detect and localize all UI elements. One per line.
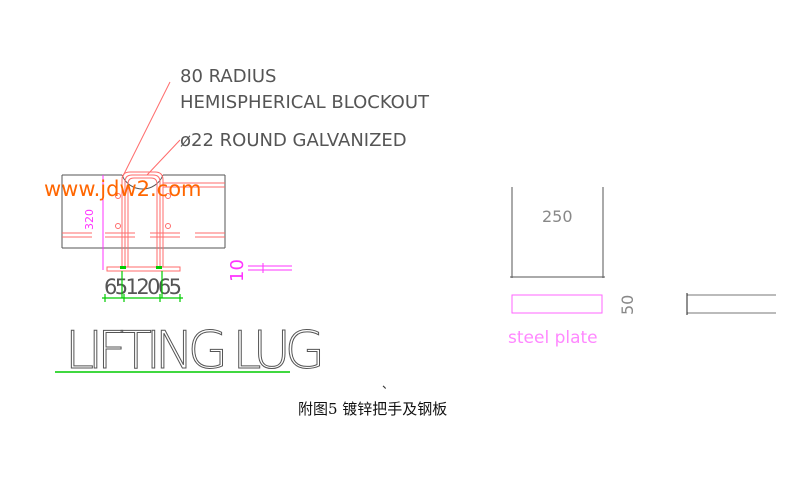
note-radius-line2: HEMISPHERICAL BLOCKOUT [180, 92, 430, 113]
dim-bottom-label: 6512065 [104, 275, 182, 299]
svg-text:、: 、 [382, 377, 394, 391]
dim-thickness-label: 10 [227, 259, 248, 282]
galvanized-rod [121, 171, 164, 267]
plate-height-label: 50 [618, 295, 637, 315]
watermark: www.jdw2.com [44, 177, 202, 201]
figure-caption: 附图5 镀锌把手及钢板 [298, 400, 447, 418]
note-radius-line1: 80 RADIUS [180, 66, 277, 87]
thickness-dimension [248, 263, 292, 273]
note-rod: ø22 ROUND GALVANIZED [180, 130, 407, 151]
plate-height-dimension [686, 293, 776, 315]
plate-label: steel plate [508, 328, 598, 348]
leader-lines [121, 81, 181, 179]
steel-plate-rect [511, 294, 603, 314]
plate-width-label: 250 [542, 207, 573, 226]
base-plate [106, 266, 181, 272]
bottom-dimension [102, 271, 183, 302]
beam-section [61, 171, 226, 272]
dim-height-label: 320 [83, 209, 96, 230]
plate-width-dimension [510, 187, 605, 278]
